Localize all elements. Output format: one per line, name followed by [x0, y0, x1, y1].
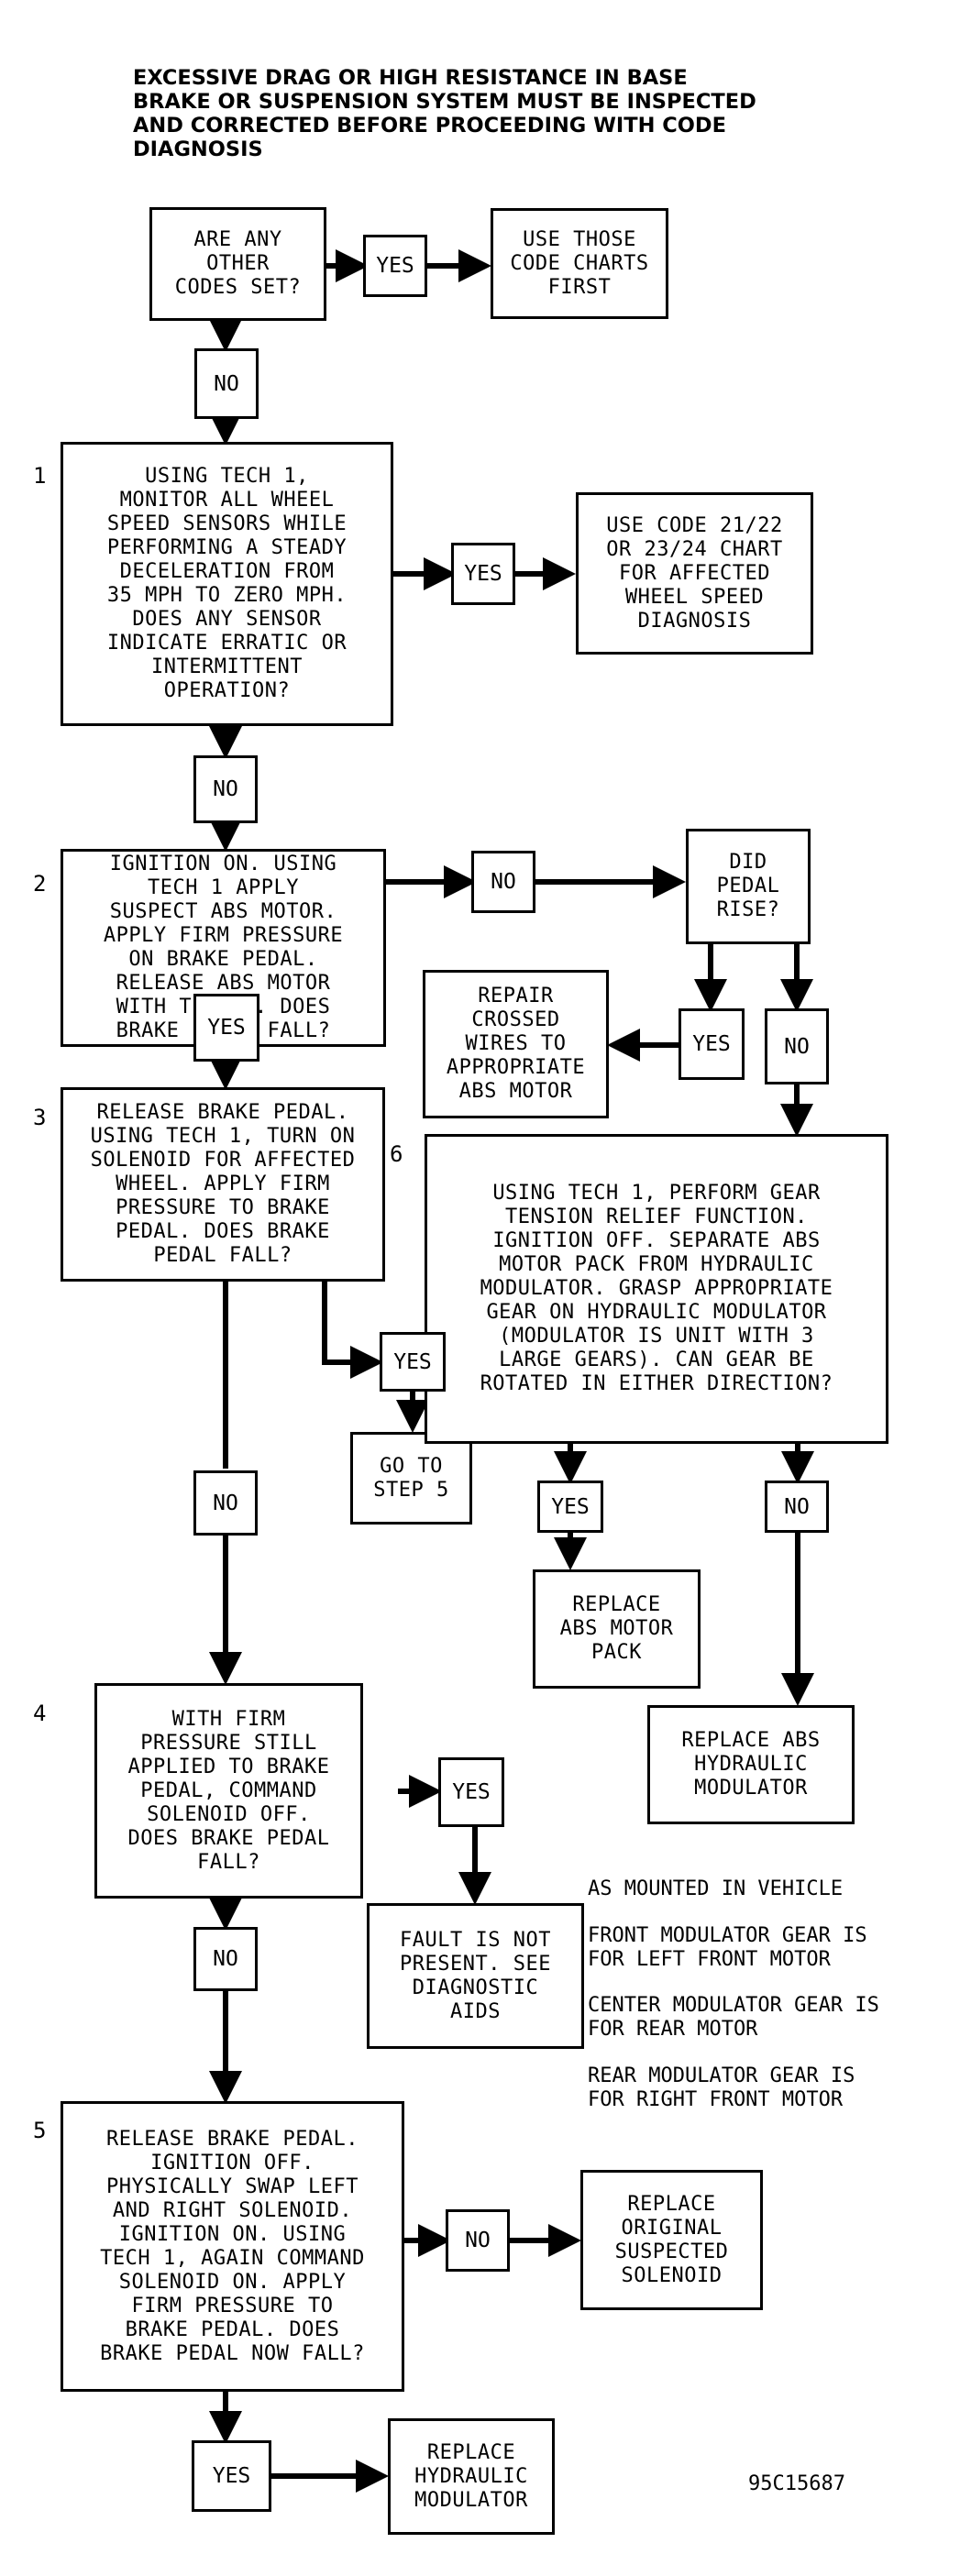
label-yes-5: YES — [192, 2440, 271, 2512]
label-no-codes: NO — [194, 348, 259, 419]
node-other-codes: ARE ANY OTHER CODES SET? — [149, 207, 326, 321]
label-no-pedal-rise: NO — [765, 1008, 829, 1084]
node-replace-motor-pack: REPLACE ABS MOTOR PACK — [533, 1569, 701, 1689]
note-front-gear: FRONT MODULATOR GEAR IS FOR LEFT FRONT M… — [588, 1924, 867, 1971]
node-replace-original-solenoid: REPLACE ORIGINAL SUSPECTED SOLENOID — [580, 2170, 763, 2310]
node-question-6: USING TECH 1, PERFORM GEAR TENSION RELIE… — [425, 1134, 888, 1444]
note-as-mounted: AS MOUNTED IN VEHICLE — [588, 1877, 844, 1900]
step-number-6: 6 — [390, 1141, 403, 1167]
label-yes-2: YES — [193, 994, 259, 1062]
node-goto-step5: GO TO STEP 5 — [350, 1432, 472, 1525]
node-use-code-2124: USE CODE 21/22 OR 23/24 CHART FOR AFFECT… — [576, 492, 813, 655]
node-question-1: USING TECH 1, MONITOR ALL WHEEL SPEED SE… — [61, 442, 393, 726]
label-yes-codes: YES — [363, 235, 427, 297]
node-question-5: RELEASE BRAKE PEDAL. IGNITION OFF. PHYSI… — [61, 2101, 404, 2392]
label-no-5: NO — [446, 2209, 510, 2272]
node-repair-crossed-wires: REPAIR CROSSED WIRES TO APPROPRIATE ABS … — [423, 970, 609, 1118]
step-number-3: 3 — [33, 1105, 47, 1130]
label-yes-pedal-rise: YES — [679, 1008, 745, 1080]
node-question-2: IGNITION ON. USING TECH 1 APPLY SUSPECT … — [61, 849, 386, 1047]
edge-q3-yes — [322, 1282, 383, 1379]
note-rear-gear: REAR MODULATOR GEAR IS FOR RIGHT FRONT M… — [588, 2064, 855, 2111]
node-did-pedal-rise: DID PEDAL RISE? — [686, 829, 811, 944]
node-fault-not-present: FAULT IS NOT PRESENT. SEE DIAGNOSTIC AID… — [367, 1903, 584, 2049]
label-no-3: NO — [193, 1470, 258, 1536]
label-no-1: NO — [193, 755, 258, 823]
step-number-1: 1 — [33, 463, 47, 489]
label-no-6: NO — [765, 1481, 829, 1533]
node-use-code-charts: USE THOSE CODE CHARTS FIRST — [491, 208, 668, 319]
node-replace-hydraulic-modulator: REPLACE HYDRAULIC MODULATOR — [388, 2418, 555, 2535]
step-number-2: 2 — [33, 871, 47, 897]
label-yes-4: YES — [438, 1757, 504, 1827]
figure-id: 95C15687 — [748, 2472, 845, 2495]
label-yes-6: YES — [537, 1481, 603, 1533]
label-yes-3: YES — [380, 1332, 446, 1392]
header-warning: EXCESSIVE DRAG OR HIGH RESISTANCE IN BAS… — [133, 66, 756, 161]
node-question-3: RELEASE BRAKE PEDAL. USING TECH 1, TURN … — [61, 1087, 385, 1282]
step-number-4: 4 — [33, 1701, 47, 1726]
node-replace-abs-hydraulic: REPLACE ABS HYDRAULIC MODULATOR — [647, 1705, 855, 1824]
label-no-2: NO — [471, 851, 535, 913]
note-center-gear: CENTER MODULATOR GEAR IS FOR REAR MOTOR — [588, 1994, 879, 2041]
label-yes-1: YES — [451, 543, 515, 605]
node-question-4: WITH FIRM PRESSURE STILL APPLIED TO BRAK… — [94, 1683, 363, 1899]
label-no-4: NO — [193, 1927, 258, 1991]
step-number-5: 5 — [33, 2118, 47, 2143]
